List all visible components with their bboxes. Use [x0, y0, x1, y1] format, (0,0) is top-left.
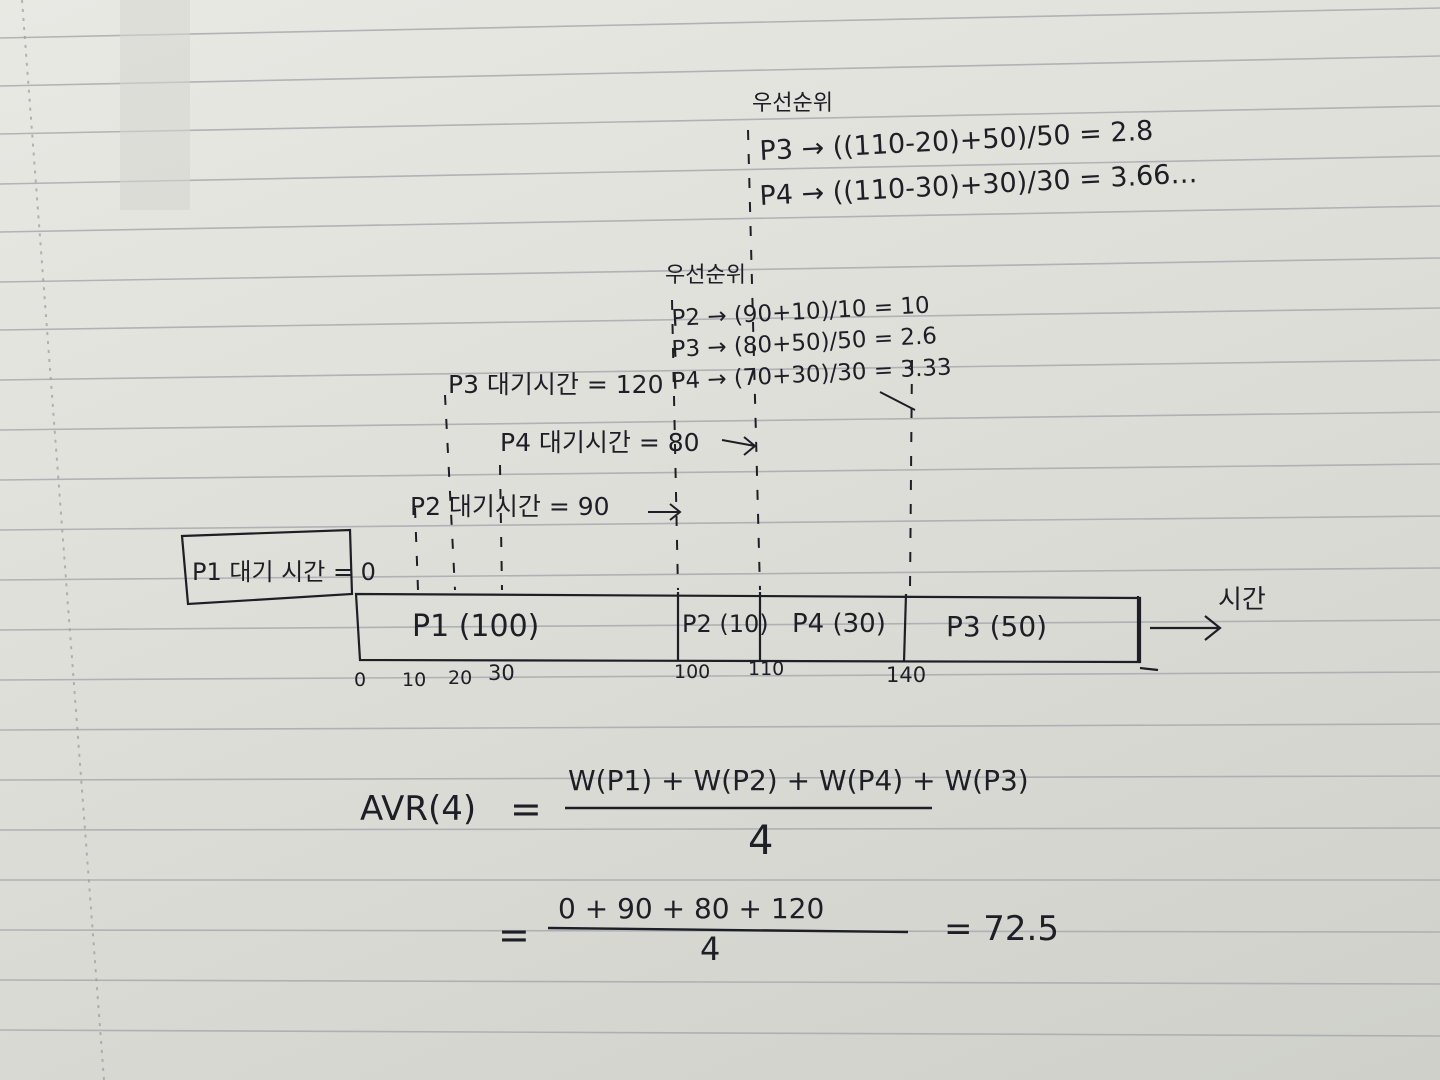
- tick-100: 100: [674, 661, 710, 683]
- priority-line-p4-1: P4 → ((110-30)+30)/30 = 3.66…: [759, 158, 1198, 212]
- formula-denominator-values: 4: [700, 930, 720, 968]
- tick-30: 30: [488, 661, 515, 685]
- p1-wait-box: P1 대기 시간 = 0: [180, 528, 376, 606]
- average-formula: AVR(4) = W(P1) + W(P2) + W(P4) + W(P3) 4…: [360, 764, 1059, 968]
- p4-wait-label: P4 대기시간 = 80: [500, 428, 700, 457]
- formula-result: = 72.5: [944, 909, 1059, 949]
- guide-30: [499, 464, 503, 591]
- block-label-p4: P4 (30): [792, 609, 886, 639]
- priority-heading-2: 우선순위: [665, 263, 746, 288]
- formula-equals-1: =: [510, 787, 542, 831]
- wait-annotations: P3 대기시간 = 120 P4 대기시간 = 80 P2 대기시간 = 90: [410, 129, 916, 591]
- block-label-p2: P2 (10): [682, 610, 769, 638]
- guide-140: [909, 359, 913, 591]
- formula-denominator: 4: [748, 818, 773, 864]
- gantt-bottom-extend: [1139, 666, 1159, 672]
- time-arrow: [1150, 615, 1222, 641]
- formula-equals-2: =: [498, 913, 530, 957]
- time-axis-label: 시간: [1218, 585, 1266, 615]
- priority-block-2: 우선순위 P2 → (90+10)/10 = 10 P3 → (80+50)/5…: [665, 263, 952, 395]
- ruled-lines: [0, 7, 1440, 1037]
- p2-wait-label: P2 대기시간 = 90: [410, 492, 610, 521]
- p1-wait-label: P1 대기 시간 = 0: [192, 558, 376, 586]
- gantt-outline: [354, 592, 1142, 664]
- block-label-p1: P1 (100): [412, 609, 539, 644]
- formula-numerator: W(P1) + W(P2) + W(P4) + W(P3): [568, 764, 1029, 797]
- guide-20: [444, 394, 456, 591]
- tick-20: 20: [448, 667, 472, 689]
- gantt-chart: P1 (100) P2 (10) P4 (30) P3 (50) 시간 0 10…: [354, 585, 1266, 691]
- tick-140: 140: [886, 663, 926, 687]
- priority-line-p3-1: P3 → ((110-20)+50)/50 = 2.8: [759, 115, 1154, 167]
- priority-heading-1: 우선순위: [752, 91, 833, 116]
- margin-line: [21, 0, 105, 1080]
- guide-100: [671, 299, 679, 591]
- block-label-p3: P3 (50): [946, 610, 1047, 643]
- tick-110: 110: [748, 658, 784, 680]
- tick-0: 0: [354, 669, 366, 691]
- formula-lhs: AVR(4): [360, 789, 476, 829]
- bleed-through-shadow: [120, 0, 190, 210]
- fraction-bar-2: [547, 926, 909, 934]
- p3-wait-label: P3 대기시간 = 120: [448, 370, 664, 399]
- priority-block-1: 우선순위 P3 → ((110-20)+50)/50 = 2.8 P4 → ((…: [752, 91, 1198, 212]
- guide-110: [747, 129, 761, 591]
- divider-140: [902, 593, 908, 663]
- formula-numerator-values: 0 + 90 + 80 + 120: [558, 892, 824, 925]
- tick-10: 10: [402, 669, 426, 691]
